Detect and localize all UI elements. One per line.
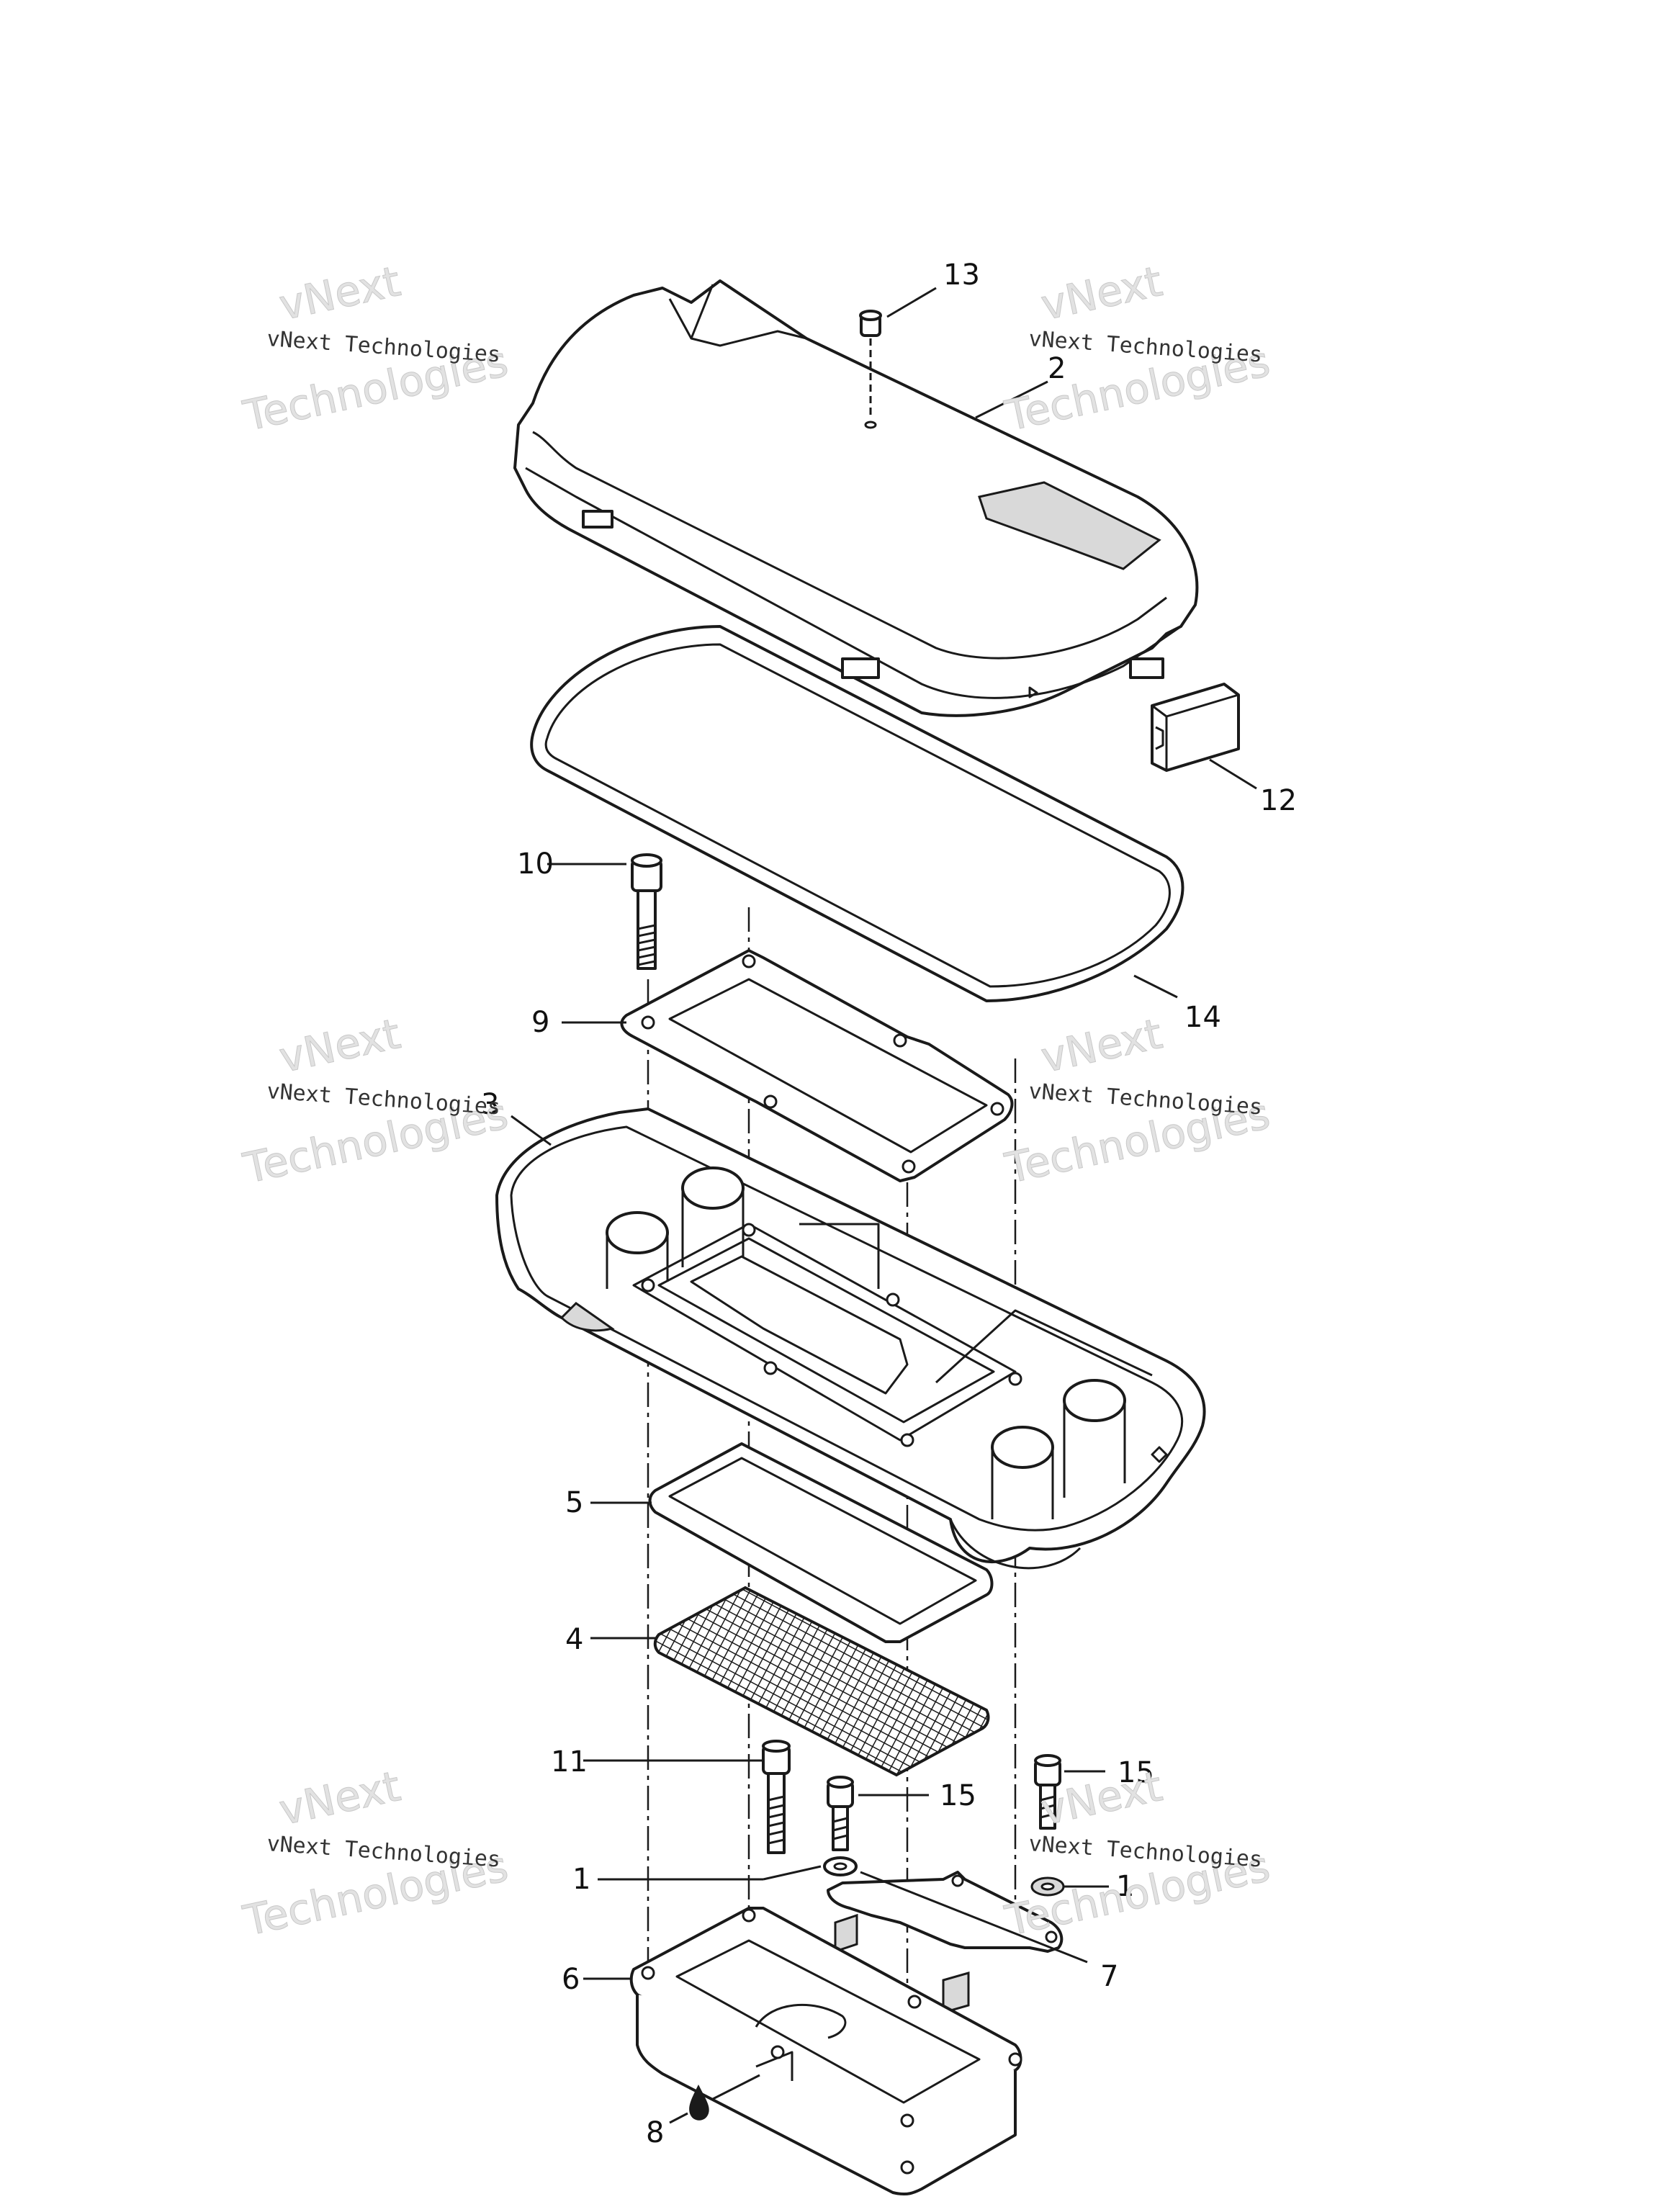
callout-15-right: 15 [1118,1756,1154,1789]
watermark-bottom-right: vNext Technologies vNext Technologies [1000,1761,1274,1946]
watermark-vnext: vNext [1037,256,1166,330]
oil-drop-icon [689,2085,709,2121]
callout-2: 2 [1048,352,1066,385]
callout-13: 13 [943,258,980,292]
callout-9: 9 [531,1006,549,1039]
screw-part-15-right[interactable] [1034,1754,1061,1830]
screw-part-11[interactable] [762,1740,791,1854]
callout-15-center: 15 [940,1779,976,1812]
watermark-middle-left: vNext Technologies vNext Technologies [238,1009,513,1194]
watermark-bottom-left: vNext Technologies vNext Technologies [238,1761,513,1946]
lower-housing-part-6[interactable] [629,1907,1022,2196]
watermark-vnext: vNext [275,1009,405,1082]
callout-12: 12 [1260,784,1297,817]
callout-4: 4 [565,1623,583,1656]
callout-7: 7 [1100,1960,1118,1993]
cover-seal-part-14[interactable] [530,625,1184,1002]
callout-1-right: 1 [1116,1870,1134,1903]
callout-10: 10 [517,848,554,881]
rectangular-seal-part-5[interactable] [648,1442,994,1643]
plug-part-13[interactable] [859,310,882,429]
gasket-part-9[interactable] [620,949,1014,1182]
callout-6: 6 [562,1963,580,1996]
clip-part-12[interactable] [1151,683,1240,772]
callout-labels: 13 2 12 10 9 14 3 5 4 11 15 15 1 1 7 6 8 [481,258,1297,2149]
callout-8: 8 [646,2116,664,2149]
watermark-top-left: vNext Technologies vNext Technologies [238,256,513,441]
screw-part-10[interactable] [631,853,662,970]
air-silencer-cover[interactable] [513,279,1199,717]
washer-part-1-center[interactable] [823,1856,858,1876]
air-silencer-base-part-3[interactable] [495,1107,1206,1570]
watermark-vnext: vNext [275,1761,405,1835]
mesh-screen-part-4[interactable] [653,1586,990,1777]
watermark-middle-right: vNext Technologies vNext Technologies [1000,1009,1274,1194]
callout-3: 3 [481,1088,499,1121]
callout-11: 11 [551,1745,588,1779]
callout-5: 5 [565,1486,583,1519]
watermark-top-right: vNext Technologies vNext Technologies [1000,256,1274,441]
screw-part-15-center[interactable] [827,1776,854,1851]
bracket-part-7[interactable] [827,1871,1064,2014]
washer-part-1-right[interactable] [1030,1876,1065,1897]
watermark-vnext: vNext [275,256,405,330]
watermark-vnext: vNext [1037,1009,1166,1082]
callout-1-center: 1 [572,1863,590,1896]
leader-lines [511,287,1257,2124]
callout-14: 14 [1184,1001,1221,1034]
